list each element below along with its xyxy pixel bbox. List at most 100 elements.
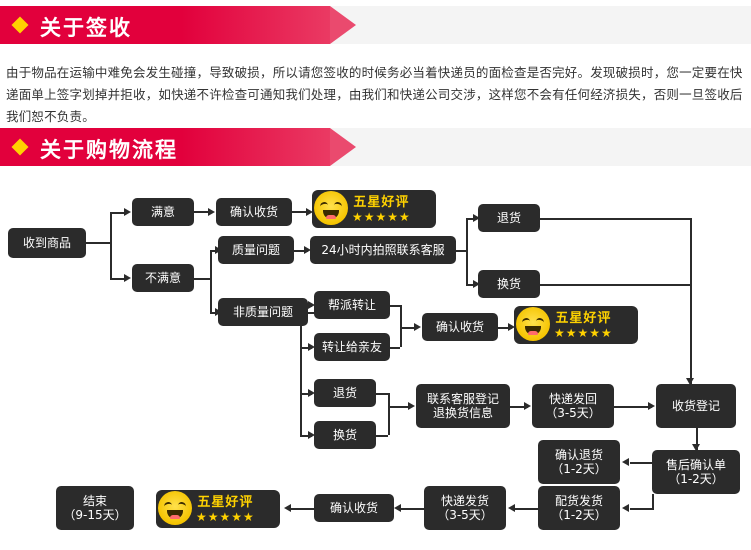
- connector-rg2-tomerge: [376, 393, 388, 395]
- connector-friend-tomerge: [390, 347, 400, 349]
- section-header-shopping-process: 关于购物流程: [0, 128, 751, 166]
- arrow-express-receive: [648, 402, 655, 410]
- praise-stars: ★★★★★: [196, 509, 255, 524]
- section-paragraph-1: 由于物品在运输中难免会发生碰撞，导致破损，所以请您签收的时候务必当着快递员的面检…: [6, 65, 743, 124]
- node-gang-transfer: 帮派转让: [314, 291, 390, 319]
- node-return-goods-2: 退货: [314, 379, 376, 407]
- arrow-to-satisfied: [124, 208, 131, 216]
- header-tail-1: [330, 6, 751, 44]
- smiley-face-icon: [314, 191, 348, 225]
- arrow-merge-confirm2: [414, 323, 421, 331]
- node-confirm-return: 确认退货 （1-2天）: [538, 440, 620, 484]
- arrow-quality-service: [304, 246, 311, 254]
- connector-rg2-merge: [388, 393, 390, 435]
- connector-merge-right: [690, 218, 692, 384]
- arrow-bus-return2: [308, 389, 315, 397]
- connector-after-ship-v: [652, 494, 654, 508]
- connector-to-exchange1: [466, 284, 476, 286]
- connector-bus-exchange2: [300, 435, 312, 437]
- header-tail-2: [330, 128, 751, 166]
- arrow-to-exchange1: [473, 280, 480, 288]
- arrow-confirm2-praise: [508, 323, 515, 331]
- connector-start-out: [86, 242, 110, 244]
- node-confirm-receipt-3: 确认收货: [314, 494, 394, 522]
- header-bar-2: [0, 128, 356, 166]
- connector-nonquality-bus: [300, 305, 302, 435]
- connector-register-express: [510, 406, 528, 408]
- node-exchange-goods-1: 换货: [478, 270, 540, 298]
- connector-service-out: [456, 250, 466, 252]
- node-return-goods-1: 退货: [478, 204, 540, 232]
- arrow-express-confirm3: [394, 504, 401, 512]
- smiley-face-icon: [516, 307, 550, 341]
- praise-badge-2: 五星好评 ★★★★★: [514, 306, 638, 344]
- arrow-merge-to-receive: [686, 378, 694, 385]
- connector-after-to-ship: [630, 508, 654, 510]
- connector-unsatisfied-out: [194, 278, 210, 280]
- node-contact-service-register: 联系客服登记 退换货信息: [416, 384, 510, 428]
- connector-service-split: [466, 218, 468, 284]
- connector-to-unsatisfied: [110, 278, 126, 280]
- connector-start-split: [110, 212, 112, 278]
- praise-badge-3: 五星好评 ★★★★★: [156, 490, 280, 528]
- node-photo-service: 24小时内拍照联系客服: [310, 236, 456, 264]
- node-exchange-goods-2: 换货: [314, 421, 376, 449]
- node-start: 收到商品: [8, 228, 86, 258]
- node-end: 结束 （9-15天）: [56, 486, 134, 530]
- connector-to-return1: [466, 218, 476, 220]
- connector-unsatisfied-split: [210, 250, 212, 312]
- praise-word: 五星好评: [353, 194, 410, 210]
- connector-confirm1-praise: [292, 211, 310, 213]
- arrow-ship-express: [508, 504, 515, 512]
- connector-after-to-confirmreturn: [630, 462, 654, 464]
- connector-merge-register: [388, 406, 410, 408]
- connector-eg2-tomerge: [376, 435, 388, 437]
- node-confirm-receipt-2: 确认收货: [422, 313, 498, 341]
- node-after-sale-confirm: 售后确认单 （1-2天）: [652, 450, 740, 494]
- connector-return1-out: [540, 218, 690, 220]
- arrow-bus-exchange2: [308, 431, 315, 439]
- connector-receive-after: [696, 428, 698, 450]
- connector-transfer-merge: [400, 305, 402, 347]
- node-non-quality-issue: 非质量问题: [218, 298, 308, 326]
- praise-word: 五星好评: [197, 494, 254, 510]
- section-title-1: 关于签收: [40, 16, 132, 40]
- node-express-deliver: 快递发货 （3-5天）: [424, 486, 506, 530]
- connector-express-confirm3: [400, 508, 424, 510]
- arrow-bus-transfer: [308, 343, 315, 351]
- connector-gang-tomerge: [390, 305, 400, 307]
- connector-nonquality-out: [308, 312, 316, 314]
- connector-bus-transfer: [300, 347, 312, 349]
- connector-ship-express: [514, 508, 538, 510]
- node-unsatisfied: 不满意: [132, 264, 194, 292]
- arrow-after-confirmreturn: [622, 458, 629, 466]
- arrow-to-return1: [473, 214, 480, 222]
- arrow-bus-gang: [308, 301, 315, 309]
- connector-express-receive: [614, 406, 652, 408]
- arrow-register-express: [524, 402, 531, 410]
- connector-to-satisfied: [110, 212, 126, 214]
- node-quality-issue: 质量问题: [218, 236, 294, 264]
- arrow-satisfied-confirm: [208, 208, 215, 216]
- praise-badge-1: 五星好评 ★★★★★: [312, 190, 436, 228]
- node-express-send-back: 快递发回 （3-5天）: [532, 384, 614, 428]
- section-header-signing: 关于签收: [0, 6, 751, 44]
- connector-merge-confirm2: [400, 327, 416, 329]
- node-receive-register: 收货登记: [656, 384, 736, 428]
- arrow-merge-register: [408, 402, 415, 410]
- arrow-confirm3-praise3: [284, 504, 291, 512]
- connector-bus-return2: [300, 393, 312, 395]
- arrow-receive-after: [692, 444, 700, 451]
- connector-confirm3-praise3: [290, 508, 314, 510]
- section-title-2: 关于购物流程: [40, 138, 178, 162]
- arrow-to-unsatisfied: [124, 274, 131, 282]
- node-satisfied: 满意: [132, 198, 194, 226]
- node-ship-goods: 配货发货 （1-2天）: [538, 486, 620, 530]
- praise-stars: ★★★★★: [554, 325, 613, 340]
- connector-confirm2-praise: [498, 327, 512, 329]
- smiley-face-icon: [158, 491, 192, 525]
- connector-bus-gang: [300, 305, 312, 307]
- shopping-process-flowchart: 收到商品 满意 确认收货 五星好评 ★★★★★ 不满意 质量问题: [0, 172, 751, 550]
- header-bar-1: [0, 6, 356, 44]
- node-confirm-receipt-1: 确认收货: [216, 198, 292, 226]
